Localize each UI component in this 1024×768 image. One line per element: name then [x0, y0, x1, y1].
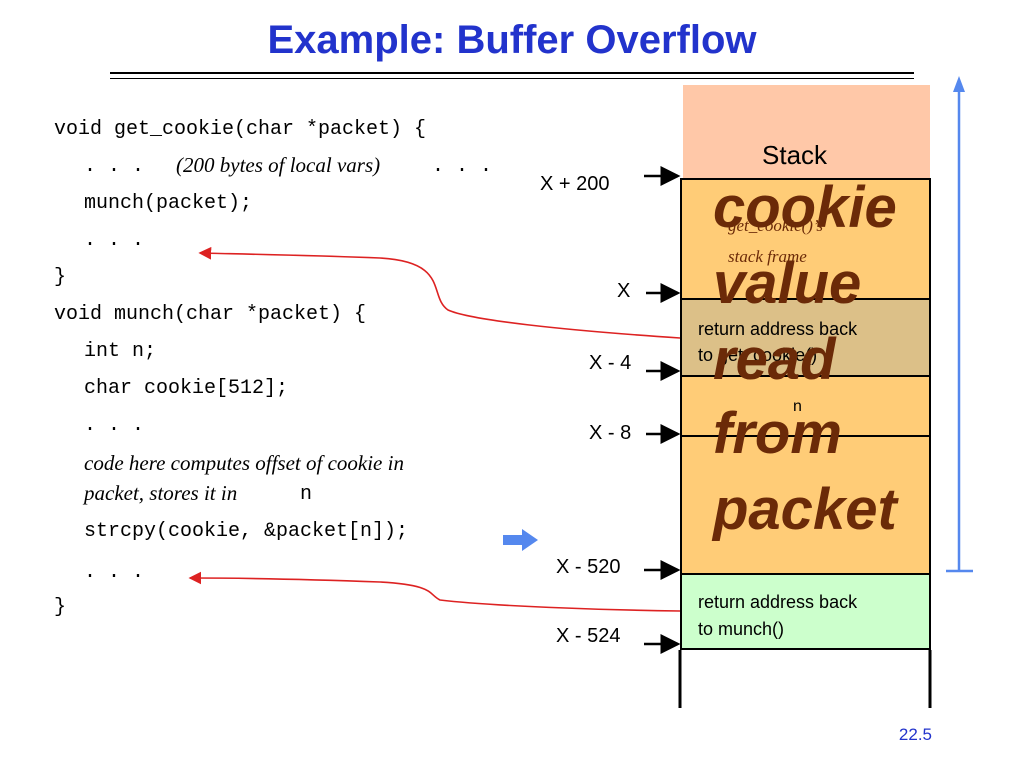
code-line-3: munch(packet);	[84, 192, 253, 215]
ret1-text-line-2: to get_cookie()	[698, 345, 818, 365]
address-x: X	[617, 280, 631, 302]
overlay-word-packet: packet	[713, 477, 897, 542]
frame-label-line-2: stack frame	[728, 247, 807, 266]
ret1-text-line-1: return address back	[698, 319, 858, 339]
frame-label-line-1: get_cookie()’s	[728, 216, 824, 235]
code-line-13: . . .	[84, 561, 145, 584]
address-x-minus-8: X - 8	[589, 422, 632, 444]
ret2-text-line-2: to munch()	[698, 619, 785, 639]
strcpy-highlight-arrow	[503, 529, 538, 551]
code-line-11-comment: packet, stores it in	[84, 481, 238, 505]
cookie-buffer-slot	[680, 435, 931, 575]
ret2-text-line-1: return address back	[698, 592, 858, 612]
code-line-2-dots-end: . . .	[432, 155, 493, 178]
address-x-minus-4: X - 4	[589, 352, 632, 374]
overlay-word-cookie: cookie	[713, 175, 897, 240]
code-line-11-var: n	[300, 483, 313, 506]
stack-label: Stack	[762, 140, 828, 170]
code-line-7: int n;	[84, 340, 157, 363]
n-variable-slot	[680, 375, 931, 437]
code-line-6: void munch(char *packet) {	[54, 303, 367, 326]
slide-title: Example: Buffer Overflow	[267, 18, 757, 62]
code-line-8: char cookie[512];	[84, 377, 289, 400]
page-number: 22.5	[898, 725, 932, 744]
address-x-minus-524: X - 524	[556, 625, 621, 647]
address-x-plus-200: X + 200	[540, 173, 610, 195]
title-rule-top	[110, 72, 914, 74]
title-rule-bottom	[110, 78, 914, 79]
code-line-14: }	[54, 596, 67, 619]
overlay-word-from: from	[713, 401, 842, 466]
code-line-4: . . .	[84, 229, 145, 252]
code-line-10-comment: code here computes offset of cookie in	[84, 451, 404, 475]
return-address-munch	[680, 573, 931, 650]
stack-top-region	[683, 85, 930, 180]
stack-growth-arrowhead	[953, 76, 965, 92]
code-line-9: . . .	[84, 414, 145, 437]
code-line-1: void get_cookie(char *packet) {	[54, 118, 427, 141]
code-line-2-comment: (200 bytes of local vars)	[176, 153, 381, 177]
code-line-5: }	[54, 266, 67, 289]
return-arrow-to-munch	[188, 571, 681, 612]
return-address-get-cookie	[680, 298, 931, 377]
n-slot-label: n	[793, 398, 802, 415]
code-line-12: strcpy(cookie, &packet[n]);	[84, 520, 409, 543]
address-x-minus-520: X - 520	[556, 556, 621, 578]
return-arrow-to-get-cookie	[198, 246, 681, 339]
overlay-word-read: read	[713, 327, 836, 392]
overlay-word-value: value	[713, 251, 862, 316]
code-line-2-dots: . . .	[84, 155, 145, 178]
